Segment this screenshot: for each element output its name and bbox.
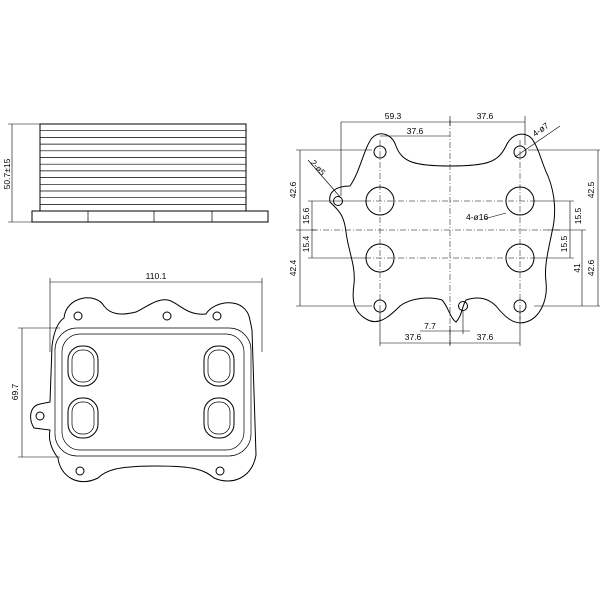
flange-right-top-height-label: 42.5 <box>586 181 596 198</box>
callout-small-hole-label: 2-ø5 <box>309 158 328 178</box>
flange-bottom-dimensions: 7.7 37.6 37.6 <box>379 310 521 346</box>
bottom-view-port-bottom-left <box>67 397 99 439</box>
flange-bottom-offset-label: 7.7 <box>424 321 436 331</box>
flange-left-dimensions: 42.6 42.4 15.6 15.4 <box>288 149 372 307</box>
side-view-fins <box>39 123 247 212</box>
bottom-view-gasket-inner <box>61 333 245 451</box>
bottom-view-hole-top-center <box>162 311 172 321</box>
flange-left-upper-offset-label: 15.6 <box>301 207 311 224</box>
flange-left-top-height-label: 42.6 <box>288 181 298 198</box>
callout-ports-label: 4-ø16 <box>466 212 488 222</box>
flange-right-dimensions: 42.5 15.5 15.5 41 42.6 <box>528 149 600 307</box>
flange-view-hole-top-right <box>513 145 527 159</box>
side-view-height-label: 50.7±15 <box>2 158 12 189</box>
callout-mount-holes-label: 4-ø7 <box>530 120 550 138</box>
flange-right-mid-height-label: 41 <box>572 263 582 273</box>
flange-view: 59.3 37.6 37.6 7.7 37.6 37.6 42.6 <box>288 111 600 346</box>
flange-bottom-left-width-label: 37.6 <box>405 332 422 342</box>
bottom-view-gasket-outer <box>54 327 252 457</box>
bottom-view-flange-outline <box>30 297 257 483</box>
side-view-base-plate <box>31 210 269 223</box>
flange-callouts: 2-ø5 4-ø7 4-ø16 <box>307 120 561 222</box>
flange-view-outline <box>329 133 556 324</box>
flange-left-bottom-height-label: 42.4 <box>288 259 298 276</box>
flange-view-hole-top-left <box>373 145 387 159</box>
flange-top-dimensions: 59.3 37.6 37.6 <box>340 111 526 196</box>
flange-right-bottom-height-label: 42.6 <box>586 259 596 276</box>
bottom-view-hole-bottom-right <box>215 466 225 476</box>
bottom-view-port-bottom-right <box>203 397 235 439</box>
flange-inner-top-width-label: 37.6 <box>407 126 424 136</box>
bottom-view-height-label: 69.7 <box>10 383 20 400</box>
flange-top-right-width-label: 37.6 <box>477 111 494 121</box>
bottom-view-width-dimension: 110.1 <box>49 271 263 352</box>
flange-left-lower-offset-label: 15.4 <box>301 235 311 252</box>
bottom-view-hole-top-right <box>212 311 222 321</box>
flange-right-lower-offset-label: 15.5 <box>559 235 569 252</box>
flange-bottom-right-width-label: 37.6 <box>477 332 494 342</box>
flange-right-upper-offset-label: 15.5 <box>573 207 583 224</box>
bottom-view-hole-bottom-left <box>75 466 85 476</box>
bottom-view-height-dimension: 69.7 <box>10 327 60 458</box>
side-view-height-dimension: 50.7±15 <box>2 123 40 223</box>
bottom-view-hole-top-left <box>73 311 83 321</box>
bottom-view-port-top-left <box>67 345 99 387</box>
side-view: 50.7±15 <box>2 123 269 223</box>
bottom-view: 110.1 69.7 <box>10 271 263 483</box>
bottom-view-hole-side-tab <box>35 411 45 421</box>
bottom-view-port-top-right <box>203 345 235 387</box>
flange-top-left-width-label: 59.3 <box>385 111 402 121</box>
bottom-view-width-label: 110.1 <box>146 271 167 281</box>
